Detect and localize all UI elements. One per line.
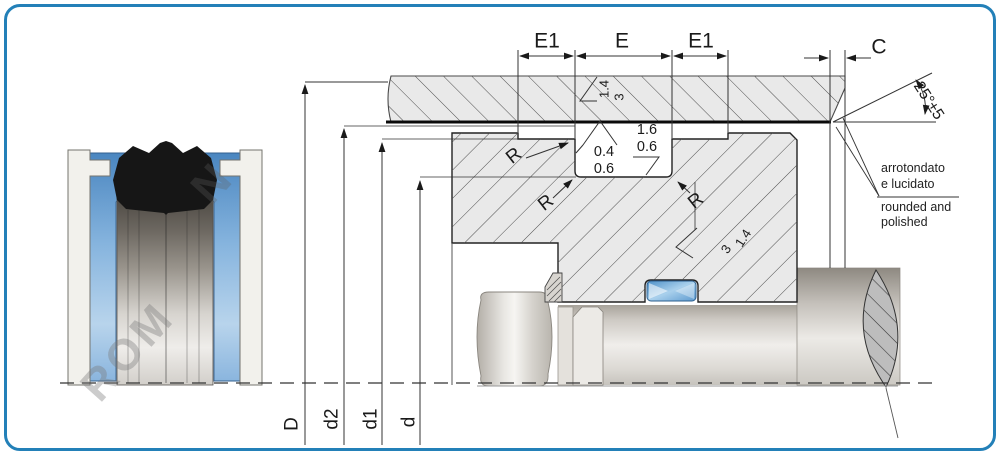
dim-label-e1-left: E1 — [534, 29, 560, 53]
seal-metal-core — [116, 197, 214, 386]
note-italian-line1: arrotondato — [881, 160, 945, 175]
diameter-label-d2: d2 — [321, 408, 343, 430]
note-italian-line2: e lucidato — [881, 176, 935, 191]
cylinder-tube-section — [386, 75, 846, 124]
rod-nut — [476, 291, 553, 387]
dim-label-e1-right: E1 — [688, 29, 714, 53]
roughness-bore-value2: 3 — [611, 93, 627, 101]
roughness-groove-top-value2: 0.6 — [636, 138, 658, 155]
dim-label-e: E — [614, 29, 630, 53]
seal-housing-ring-left — [67, 149, 111, 386]
installed-static-seal — [646, 280, 697, 302]
rod-collar — [572, 306, 604, 386]
note-english-line2: polished — [881, 214, 928, 229]
roughness-groove-side-value2: 0.6 — [593, 160, 615, 177]
seal-x-ring — [113, 141, 217, 215]
roughness-groove-top-value1: 1.6 — [636, 121, 658, 138]
seal-3d-render — [67, 141, 263, 386]
diameter-label-D: D — [281, 417, 303, 431]
dim-label-c: C — [871, 35, 887, 59]
rod-3d-render — [476, 267, 901, 439]
roughness-bore-value1: 1.4 — [596, 79, 612, 99]
seal-housing-ring-right — [219, 149, 263, 386]
roughness-groove-side-value1: 0.4 — [593, 143, 615, 160]
diameter-label-d: d — [398, 416, 420, 428]
piston-section — [451, 132, 798, 385]
dimension-lines — [301, 50, 959, 445]
roughness-symbols — [575, 76, 698, 259]
note-english-line1: rounded and — [881, 199, 952, 214]
diameter-label-d1: d1 — [360, 408, 382, 430]
piston-retainer-step — [544, 272, 563, 303]
